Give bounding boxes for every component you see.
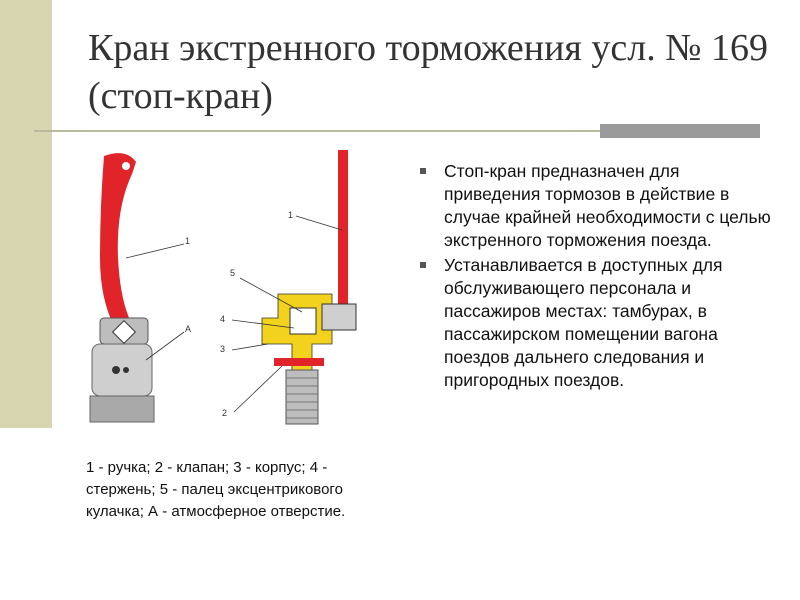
label-1: 1 xyxy=(185,236,190,246)
left-accent-band xyxy=(0,0,52,428)
title-accent-bar xyxy=(600,124,760,138)
label-a: А xyxy=(185,324,191,334)
valve-body xyxy=(91,343,153,397)
bullet-item: Устанавливается в доступных для обслужив… xyxy=(418,254,778,392)
threaded-pipe xyxy=(285,369,319,425)
stop-valve-section-figure: 1 5 4 3 2 xyxy=(212,148,370,426)
title-divider xyxy=(34,130,760,132)
handle-rod xyxy=(338,150,348,310)
figure-caption: 1 - ручка; 2 - клапан; 3 - корпус; 4 - с… xyxy=(86,459,346,520)
air-hole xyxy=(112,366,120,374)
bullet-item: Стоп-кран предназначен для приведения то… xyxy=(418,160,778,252)
bullet-text: Стоп-кран предназначен для приведения то… xyxy=(444,161,771,250)
slide-title: Кран экстренного торможения усл. № 169 (… xyxy=(88,27,768,117)
leader-5 xyxy=(239,277,303,313)
label-5: 5 xyxy=(230,268,235,278)
label-3: 3 xyxy=(220,344,225,354)
square-socket xyxy=(111,319,137,345)
leader-2 xyxy=(233,365,283,413)
leader-1 xyxy=(295,215,343,231)
stop-valve-exterior-figure: 1 А xyxy=(86,148,194,426)
label-4: 4 xyxy=(220,314,225,324)
leader-a xyxy=(145,331,185,361)
handle-hole xyxy=(122,162,130,170)
leader-4 xyxy=(231,319,295,329)
air-hole-2 xyxy=(123,367,129,373)
bullet-list: Стоп-кран предназначен для приведения то… xyxy=(418,160,778,394)
pipe-threads xyxy=(286,377,318,419)
cam-block xyxy=(321,303,357,331)
valve-base xyxy=(89,395,155,423)
stop-valve-exterior-drawing: 1 А xyxy=(89,153,191,423)
label-1: 1 xyxy=(288,210,293,220)
bullet-text: Устанавливается в доступных для обслужив… xyxy=(444,255,723,390)
leader-1 xyxy=(125,243,185,259)
bullet-square-icon xyxy=(420,168,426,174)
valve-seat xyxy=(274,358,324,366)
inner-chamber xyxy=(289,307,317,335)
label-2: 2 xyxy=(222,408,227,418)
bullet-square-icon xyxy=(420,262,426,268)
stop-valve-section-drawing: 1 5 4 3 2 xyxy=(220,150,357,425)
leader-3 xyxy=(231,343,269,351)
handle-shape xyxy=(100,153,136,326)
